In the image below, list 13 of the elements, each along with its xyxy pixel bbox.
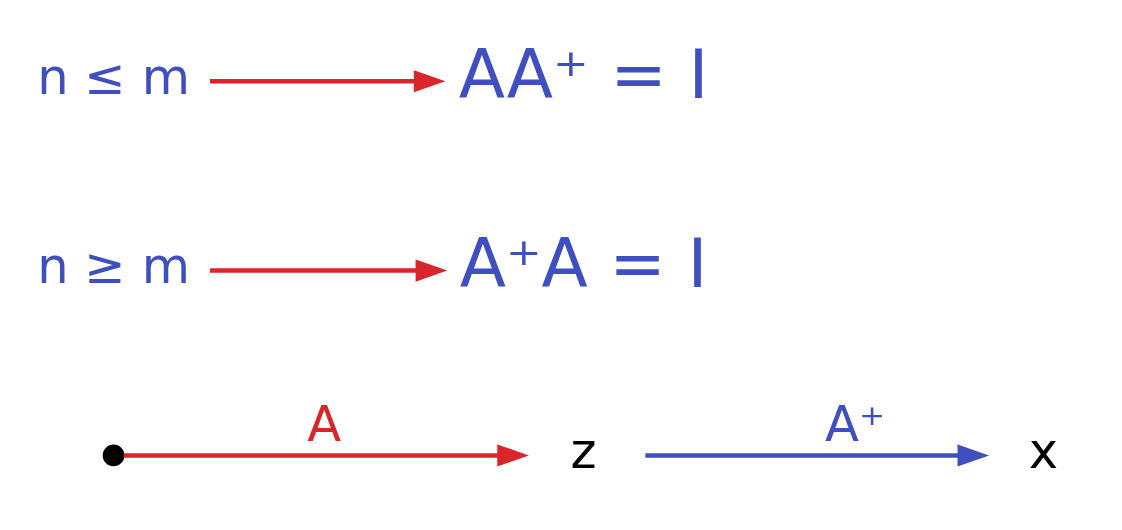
edge-label: A	[307, 394, 342, 453]
arrow	[645, 443, 990, 466]
node-text: z	[570, 421, 597, 480]
node-circle	[102, 444, 125, 466]
node-text: x	[1028, 421, 1059, 480]
edge-label: A⁺	[825, 394, 886, 453]
node-text: n ≥ m	[37, 236, 190, 295]
arrow	[210, 259, 448, 282]
node-text: AA⁺ = I	[458, 34, 709, 114]
node-text: A⁺A = I	[459, 223, 708, 303]
arrow	[123, 443, 529, 466]
arrow	[210, 69, 446, 92]
node-text: n ≤ m	[37, 47, 190, 106]
